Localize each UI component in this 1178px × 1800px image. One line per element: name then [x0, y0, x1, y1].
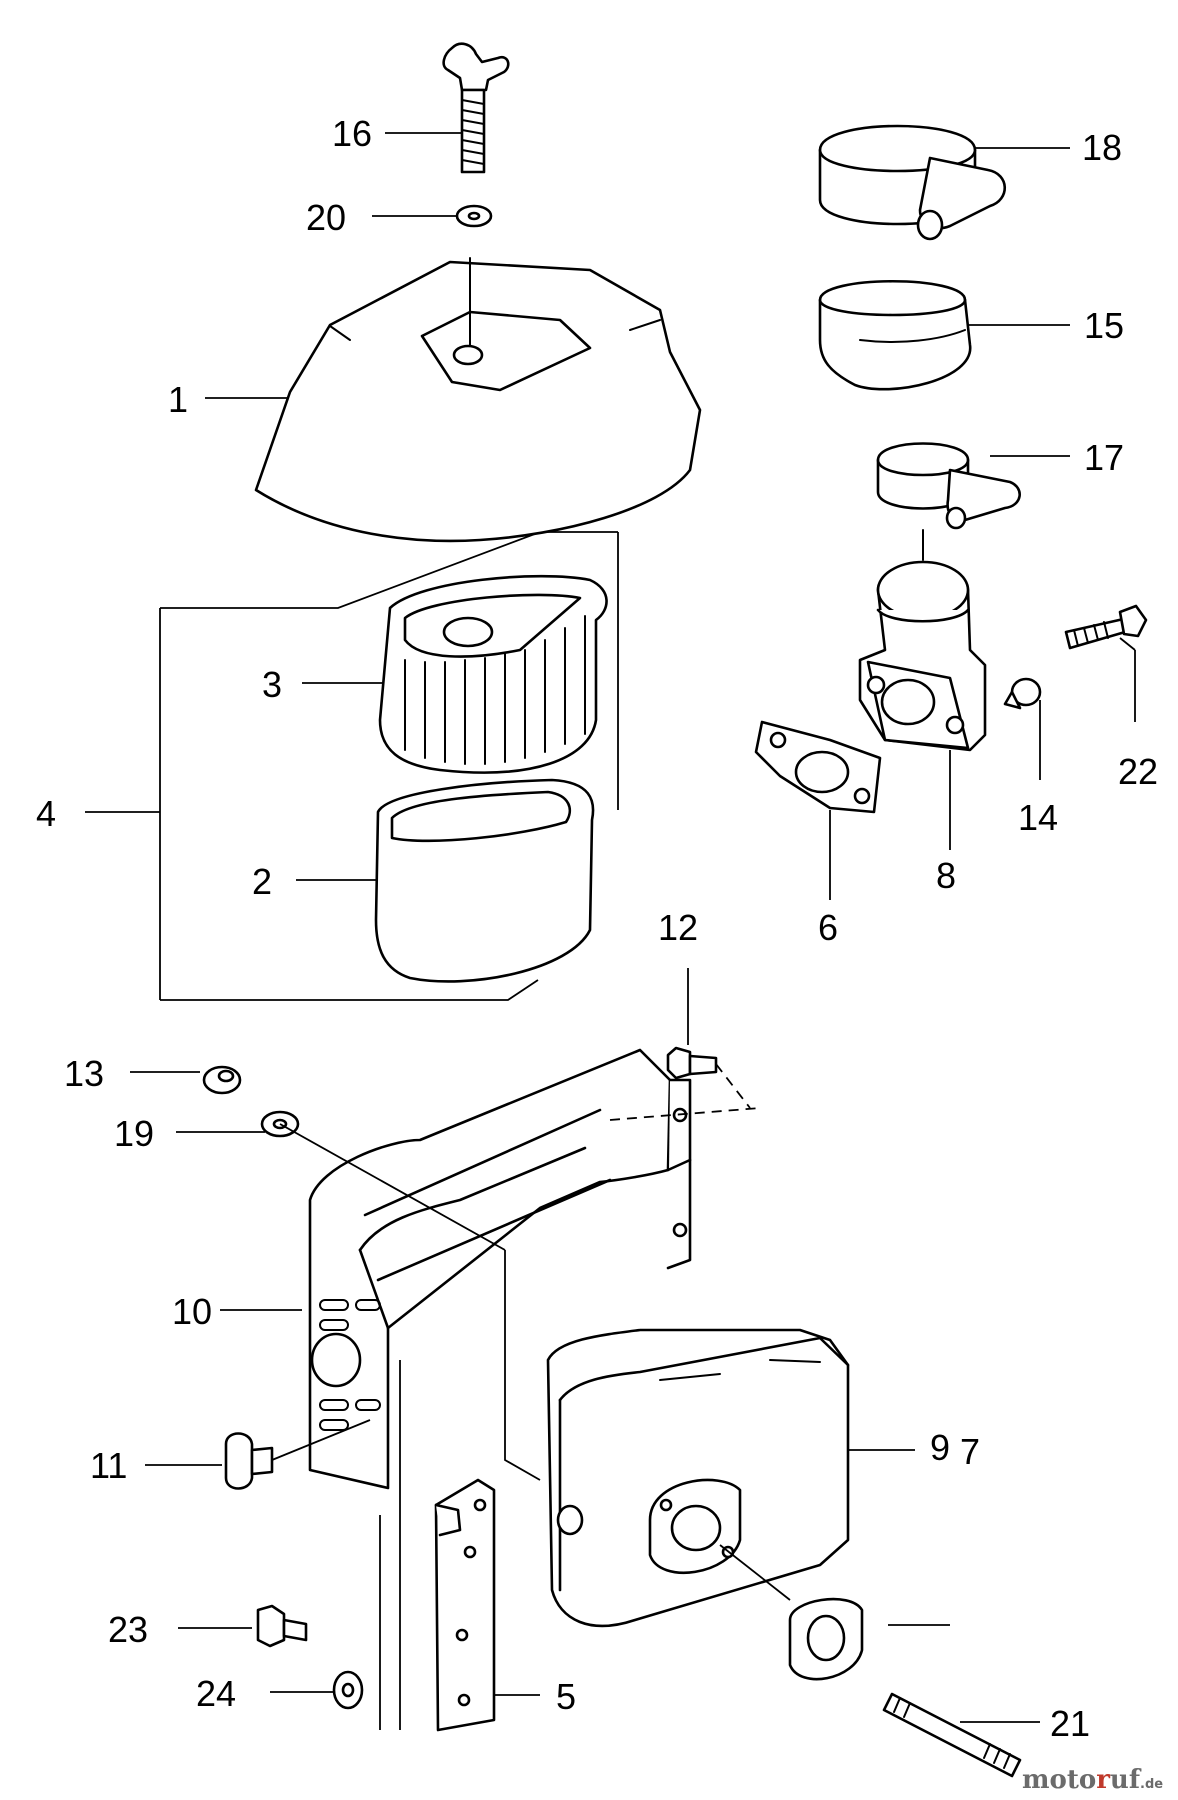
- label-3: 3: [262, 664, 282, 705]
- leader-lines: [85, 132, 1136, 1730]
- label-8: 8: [936, 855, 956, 896]
- label-1: 1: [168, 379, 188, 420]
- part-air-duct-hose: [818, 279, 972, 391]
- label-14: 14: [1018, 797, 1058, 838]
- watermark-logo: motoruf.de: [1022, 1765, 1163, 1795]
- part-wing-screw: [442, 42, 510, 174]
- label-10: 10: [172, 1291, 212, 1332]
- label-16: 16: [332, 113, 372, 154]
- label-20: 20: [306, 197, 346, 238]
- part-screw-11: [224, 1419, 371, 1490]
- part-gasket: [754, 720, 882, 814]
- part-pre-cleaner: [374, 778, 595, 983]
- part-plug: [1003, 677, 1042, 710]
- label-15: 15: [1084, 305, 1124, 346]
- label-24: 24: [196, 1673, 236, 1714]
- part-nut: [202, 1065, 242, 1095]
- label-6: 6: [818, 907, 838, 948]
- part-bolt-22: [1064, 604, 1148, 650]
- label-21: 21: [1050, 1703, 1090, 1744]
- label-4: 4: [36, 793, 56, 834]
- part-hose-clamp-17: [876, 442, 1021, 530]
- part-air-cleaner-cover: [254, 257, 702, 543]
- part-bolt-12: [666, 1046, 751, 1109]
- label-13: 13: [64, 1053, 104, 1094]
- label-23: 23: [108, 1609, 148, 1650]
- part-muffler: [546, 1328, 850, 1628]
- label-5: 5: [556, 1676, 576, 1717]
- svg-text:motoruf.de: motoruf.de: [1022, 1765, 1163, 1795]
- part-intake-elbow: [858, 529, 987, 752]
- part-stud: [882, 1692, 1022, 1778]
- part-hose-clamp-18: [818, 124, 1006, 241]
- part-washer-24: [332, 1670, 364, 1710]
- part-bolt-23: [256, 1604, 308, 1648]
- part-labels: 1 2 3 4 5 6 7 8 9 10 11 12 13 14 15 16 1…: [36, 113, 1158, 1744]
- label-18: 18: [1082, 127, 1122, 168]
- part-exhaust-gasket: [788, 1597, 864, 1681]
- label-12: 12: [658, 907, 698, 948]
- label-17: 17: [1084, 437, 1124, 478]
- part-bracket: [434, 1478, 496, 1732]
- part-muffler-guard: [279, 1048, 761, 1490]
- label-9: 9: [930, 1427, 950, 1468]
- part-air-filter-element: [378, 574, 608, 774]
- label-11: 11: [90, 1445, 127, 1486]
- part-washer-top: [455, 204, 493, 228]
- label-7: 7: [960, 1431, 980, 1472]
- label-19: 19: [114, 1113, 154, 1154]
- label-22: 22: [1118, 751, 1158, 792]
- label-2: 2: [252, 861, 272, 902]
